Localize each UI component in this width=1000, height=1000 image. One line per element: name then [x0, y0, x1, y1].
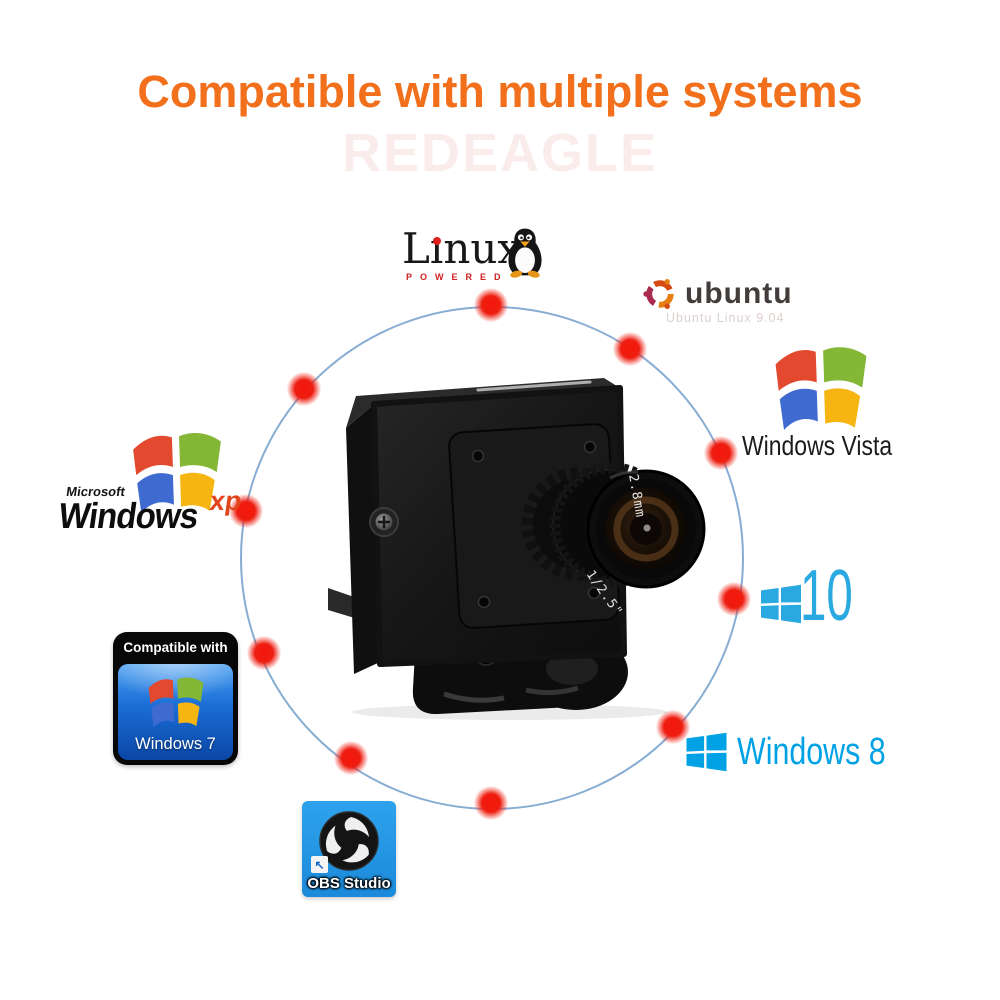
- logo-ubuntu: ubuntu: [642, 276, 793, 312]
- red-dot: [613, 332, 647, 366]
- obs-studio-shortcut: ↖ OBS Studio: [302, 801, 396, 897]
- page-title: Compatible with multiple systems: [137, 66, 863, 117]
- camera-lens: 2.8mm 1/2.5": [521, 462, 706, 620]
- logo-windows-xp: Microsoft Windows: [56, 484, 215, 536]
- windows7-flag-icon: [148, 677, 203, 728]
- logo-linux: Lınux POWERED: [402, 224, 542, 282]
- red-dot: [334, 741, 368, 775]
- red-dot: [656, 710, 690, 744]
- windows-xp-wordmark: Windows: [56, 495, 201, 536]
- badge-panel: Windows 7: [118, 664, 233, 760]
- red-dot: [717, 582, 751, 616]
- badge-header-label: Compatible with: [123, 640, 228, 655]
- badge-gloss: [118, 664, 233, 698]
- windows-vista-label: Windows Vista: [742, 430, 893, 461]
- linux-wordmark: Lınux: [402, 224, 522, 273]
- obs-studio-label: OBS Studio: [307, 875, 391, 892]
- ubuntu-version-caption: Ubuntu Linux 9.04: [666, 311, 785, 325]
- red-dot: [704, 436, 738, 470]
- tux-penguin-icon: [508, 228, 542, 278]
- brand-watermark: REDEAGLE: [341, 123, 659, 183]
- linux-powered-label: POWERED: [406, 272, 509, 282]
- windows-flag-icon-vista: [775, 347, 867, 430]
- side-screw: [369, 507, 399, 537]
- red-dot: [229, 494, 263, 528]
- linux-i-dot: [433, 237, 441, 245]
- obs-logo-icon: [319, 811, 379, 871]
- red-dot: [474, 786, 508, 820]
- red-dot: [474, 288, 508, 322]
- windows-8-label: Windows 8: [737, 731, 886, 773]
- ubuntu-wordmark: ubuntu: [685, 277, 793, 310]
- mini-camera-photo: 2.8mm 1/2.5": [328, 378, 706, 720]
- windows7-compatible-badge: Compatible with Windows 7: [113, 632, 238, 765]
- windows10-flag-icon: [761, 584, 801, 624]
- red-dot: [247, 636, 281, 670]
- ubuntu-circle-of-friends-icon: [643, 279, 674, 309]
- windows-7-label: Windows 7: [135, 735, 216, 753]
- red-dot: [287, 372, 321, 406]
- windows-10-label: 10: [800, 556, 853, 636]
- xp-edition-label: xp: [207, 486, 244, 516]
- shortcut-arrow-icon: ↖: [311, 856, 328, 873]
- windows8-flag-icon: [686, 732, 727, 772]
